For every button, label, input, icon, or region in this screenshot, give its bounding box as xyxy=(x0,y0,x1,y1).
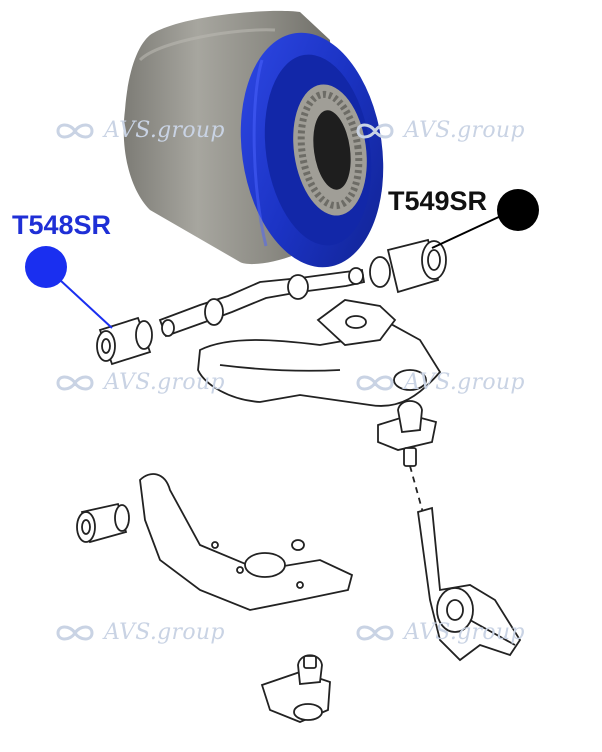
infinity-logo-icon xyxy=(356,625,394,640)
left-leader-line xyxy=(59,279,113,329)
watermark: AVS.group xyxy=(52,118,225,143)
left-part-marker xyxy=(25,246,67,288)
lower-ball-joint-drawing xyxy=(260,654,331,723)
watermark-text: AVS.group xyxy=(104,620,225,645)
watermark-text: AVS.group xyxy=(104,118,225,143)
watermark: AVS.group xyxy=(352,620,525,645)
lower-control-arm-drawing xyxy=(139,473,354,611)
lower-bushing-drawing xyxy=(76,502,130,544)
right-part-marker xyxy=(497,189,539,231)
watermark: AVS.group xyxy=(52,620,225,645)
infinity-logo-icon xyxy=(56,123,94,138)
right-leader-line xyxy=(431,214,504,249)
watermark-text: AVS.group xyxy=(104,370,225,395)
infinity-logo-icon xyxy=(56,625,94,640)
upper-left-bushing-drawing xyxy=(96,316,153,366)
watermark-text: AVS.group xyxy=(404,370,525,395)
right-part-number-label: T549SR xyxy=(388,186,488,216)
bushing-photo xyxy=(123,10,384,268)
infinity-logo-icon xyxy=(356,123,394,138)
watermark: AVS.group xyxy=(352,370,525,395)
infinity-logo-icon xyxy=(356,375,394,390)
watermark: AVS.group xyxy=(352,118,525,143)
watermark-text: AVS.group xyxy=(404,620,525,645)
left-part-number-label: T548SR xyxy=(12,210,112,240)
upper-shaft-drawing xyxy=(158,267,366,338)
infinity-logo-icon xyxy=(56,375,94,390)
upper-right-bushing-drawing xyxy=(369,238,447,294)
watermark: AVS.group xyxy=(52,370,225,395)
steering-knuckle-drawing xyxy=(417,506,522,662)
upper-ball-joint-drawing xyxy=(377,400,438,521)
upper-control-arm-drawing xyxy=(197,299,442,407)
watermark-text: AVS.group xyxy=(404,118,525,143)
